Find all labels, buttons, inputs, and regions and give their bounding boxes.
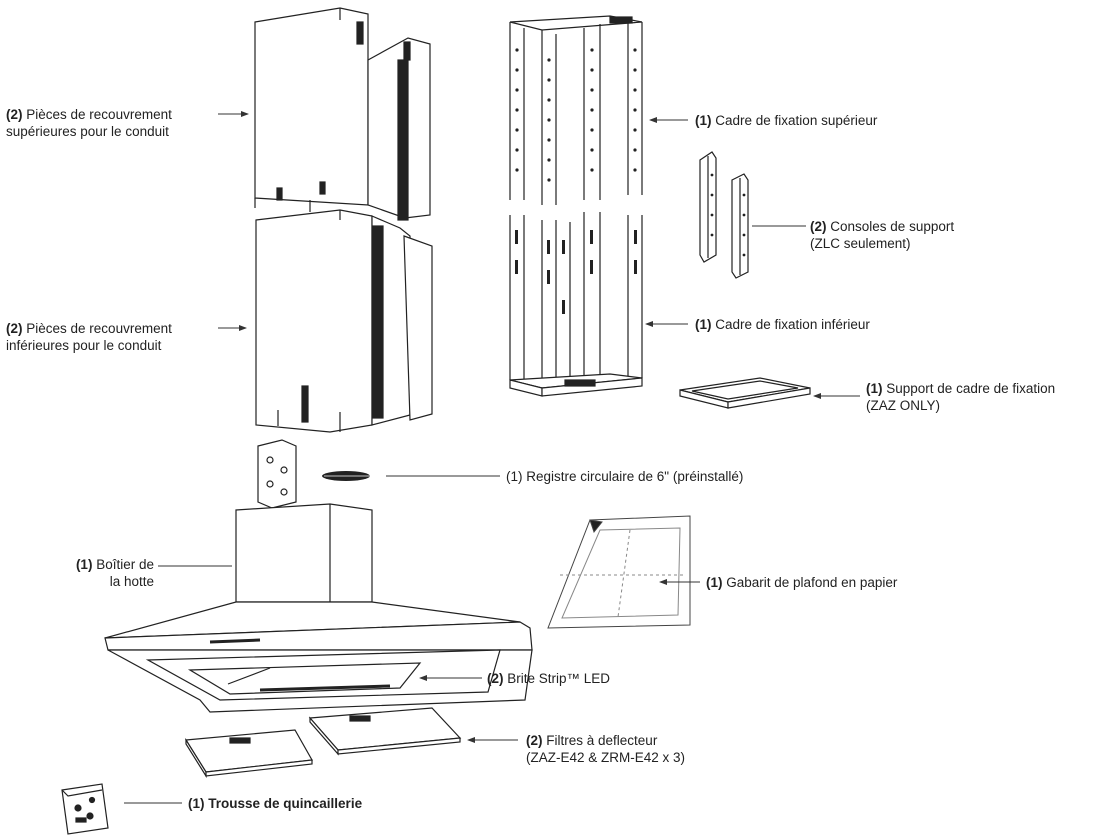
- name-line: la hotte: [109, 574, 154, 589]
- qty: (2): [526, 733, 543, 748]
- lower-mounting-frame-drawing: [509, 212, 643, 397]
- name-line: Consoles de support: [830, 219, 955, 234]
- frame-support-drawing: [679, 377, 811, 409]
- paper-template-drawing: [547, 515, 691, 629]
- label-damper: (1) Registre circulaire de 6" (préinstal…: [506, 468, 743, 485]
- label-support-brackets: (2) Consoles de support (ZLC seulement): [810, 218, 954, 252]
- qty: (1): [706, 575, 723, 590]
- name-line: Support de cadre de fixation: [886, 381, 1056, 396]
- label-upper-duct-covers: (2) Pièces de recouvrement supérieures p…: [6, 106, 172, 140]
- qty: (1): [506, 469, 523, 484]
- label-upper-mounting-frame: (1) Cadre de fixation supérieur: [695, 112, 877, 129]
- name-line: Cadre de fixation supérieur: [715, 113, 878, 128]
- name-line: Trousse de quincaillerie: [208, 796, 363, 811]
- hardware-kit-drawing: [61, 783, 109, 835]
- qty: (1): [188, 796, 205, 811]
- label-brite-strip: (2) Brite Strip™ LED: [487, 670, 610, 687]
- name-line: Pièces de recouvrement: [26, 321, 172, 336]
- qty: (1): [695, 113, 712, 128]
- name-line: Brite Strip™ LED: [507, 671, 611, 686]
- label-frame-support: (1) Support de cadre de fixation (ZAZ ON…: [866, 380, 1055, 414]
- name-line: Filtres à deflecteur: [546, 733, 658, 748]
- callout-lines: [124, 111, 860, 804]
- label-hardware-kit: (1) Trousse de quincaillerie: [188, 795, 362, 812]
- qty: (2): [6, 321, 23, 336]
- support-brackets-drawing: [699, 151, 749, 279]
- label-lower-mounting-frame: (1) Cadre de fixation inférieur: [695, 316, 870, 333]
- name-line: supérieures pour le conduit: [6, 124, 169, 139]
- label-hood-body: (1) Boîtier de la hotte: [48, 556, 154, 590]
- damper-drawing: [322, 471, 370, 481]
- lower-duct-covers-drawing: [255, 209, 433, 433]
- name-line: (ZAZ-E42 & ZRM-E42 x 3): [526, 750, 686, 765]
- name-line: Boîtier de: [96, 557, 154, 572]
- upper-mounting-frame-drawing: [509, 15, 643, 205]
- label-lower-duct-covers: (2) Pièces de recouvrement inférieures p…: [6, 320, 172, 354]
- name-line: Cadre de fixation inférieur: [715, 317, 870, 332]
- qty: (1): [866, 381, 883, 396]
- qty: (2): [487, 671, 504, 686]
- name-line: Registre circulaire de 6" (préinstallé): [522, 469, 744, 484]
- hood-body-drawing: [104, 439, 533, 713]
- name-line: (ZLC seulement): [810, 236, 911, 251]
- label-baffle-filters: (2) Filtres à deflecteur (ZAZ-E42 & ZRM-…: [526, 732, 685, 766]
- label-paper-template: (1) Gabarit de plafond en papier: [706, 574, 897, 591]
- upper-duct-covers-drawing: [254, 7, 431, 221]
- qty: (1): [75, 557, 93, 572]
- name-line: Pièces de recouvrement: [26, 107, 172, 122]
- qty: (2): [6, 107, 23, 122]
- name-line: Gabarit de plafond en papier: [726, 575, 898, 590]
- qty: (2): [810, 219, 827, 234]
- name-line: inférieures pour le conduit: [6, 338, 162, 353]
- name-line: (ZAZ ONLY): [866, 398, 940, 413]
- baffle-filters-drawing: [184, 707, 462, 779]
- qty: (1): [695, 317, 712, 332]
